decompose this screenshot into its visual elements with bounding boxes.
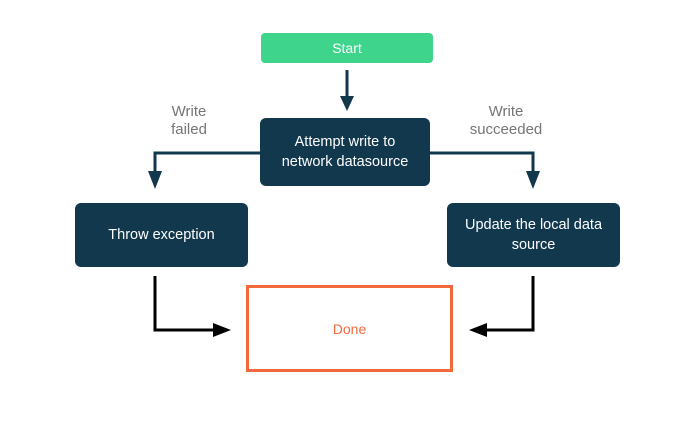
edge-label-write-failed-line1: Write: [171, 103, 207, 120]
node-update-local-data: Update the local data source: [447, 203, 620, 267]
arrow-start-to-attempt: [340, 70, 354, 111]
edge-label-write-failed: Write failed: [139, 103, 239, 139]
node-done-label: Done: [332, 320, 367, 337]
node-throw-exception-label: Throw exception: [108, 227, 215, 243]
node-start: Start: [261, 33, 433, 63]
arrow-attempt-to-throw-exception: [148, 151, 260, 189]
arrow-attempt-to-update-local: [430, 151, 540, 189]
edge-label-write-failed-line2: failed: [171, 121, 207, 138]
arrow-update-local-to-done: [469, 276, 535, 337]
node-update-local-data-label: Update the local data source: [464, 217, 603, 253]
node-attempt-write-label: Attempt write to network datasource: [281, 134, 409, 170]
edge-label-write-succeeded-line1: Write: [488, 103, 524, 120]
node-attempt-write: Attempt write to network datasource: [260, 118, 430, 186]
edge-label-write-succeeded-line2: succeeded: [469, 121, 543, 138]
node-throw-exception: Throw exception: [75, 203, 248, 267]
edge-label-write-succeeded: Write succeeded: [441, 103, 571, 139]
arrow-throw-exception-to-done: [153, 276, 231, 337]
node-start-label: Start: [332, 40, 362, 56]
node-done: Done: [246, 285, 453, 372]
